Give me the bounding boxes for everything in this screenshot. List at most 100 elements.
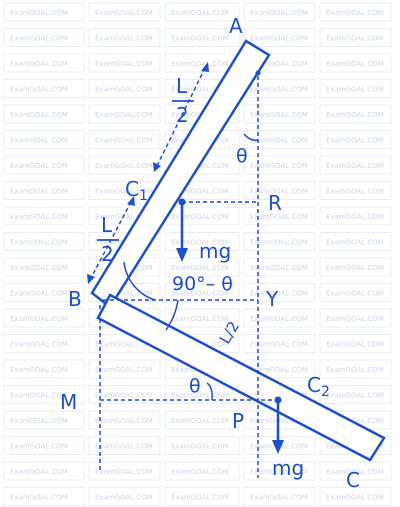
watermark-tile xyxy=(3,385,85,404)
label-weight-lower: mg xyxy=(272,456,304,480)
watermark-tile xyxy=(243,181,316,200)
watermark-tile xyxy=(319,206,392,226)
watermark-tile xyxy=(164,283,240,302)
watermark-text: ExamGOAL.COM xyxy=(326,264,384,272)
watermark-tile xyxy=(88,359,161,379)
watermark-text: ExamGOAL.COM xyxy=(250,137,308,145)
watermark-text: ExamGOAL.COM xyxy=(95,366,153,374)
watermark-tile xyxy=(319,487,392,506)
watermark-text: ExamGOAL.COM xyxy=(10,35,68,43)
label-c2: C2 xyxy=(307,373,330,400)
label-point-m: M xyxy=(60,390,77,414)
watermark-text: ExamGOAL.COM xyxy=(171,9,229,17)
label-point-a: A xyxy=(229,14,243,38)
watermark-text: ExamGOAL.COM xyxy=(95,86,153,94)
pivot-point xyxy=(255,70,261,76)
watermark-tile xyxy=(3,104,85,124)
label-point-b: B xyxy=(68,287,82,311)
watermark-text: ExamGOAL.COM xyxy=(250,341,308,349)
watermark-tile xyxy=(319,232,392,251)
watermark-tile xyxy=(164,385,240,404)
watermark-text: ExamGOAL.COM xyxy=(95,417,153,425)
watermark-tile xyxy=(3,79,85,98)
watermark-text: ExamGOAL.COM xyxy=(10,494,68,502)
watermark-tile xyxy=(319,385,392,404)
watermark-tile xyxy=(88,79,161,98)
watermark-text: ExamGOAL.COM xyxy=(10,443,68,451)
label-weight-upper: mg xyxy=(199,239,231,263)
watermark-tile xyxy=(243,334,316,353)
watermark-text: ExamGOAL.COM xyxy=(171,60,229,68)
watermark-text: ExamGOAL.COM xyxy=(326,366,384,374)
watermark-tile xyxy=(88,436,161,455)
angle-arc-top xyxy=(243,133,259,142)
watermark-tile xyxy=(319,181,392,200)
label-theta-bottom: θ xyxy=(189,375,201,397)
watermark-text: ExamGOAL.COM xyxy=(10,264,68,272)
watermark-text: ExamGOAL.COM xyxy=(95,137,153,145)
watermark-tile xyxy=(3,283,85,302)
watermark-tile xyxy=(88,2,161,22)
watermark-text: ExamGOAL.COM xyxy=(326,188,384,196)
watermark-tile xyxy=(164,2,240,22)
dimension-upper-arrow-bottom xyxy=(153,162,161,172)
watermark-text: ExamGOAL.COM xyxy=(10,213,68,221)
watermark-tile xyxy=(3,461,85,481)
watermark-tile xyxy=(88,461,161,481)
watermark-text: ExamGOAL.COM xyxy=(95,188,153,196)
watermark-text: ExamGOAL.COM xyxy=(326,392,384,400)
watermark-text: ExamGOAL.COM xyxy=(10,392,68,400)
watermark-text: ExamGOAL.COM xyxy=(326,213,384,221)
watermark-tile xyxy=(88,385,161,404)
watermark-tile xyxy=(319,359,392,379)
watermark-tile xyxy=(243,130,316,149)
watermark-tile xyxy=(164,232,240,251)
watermark-text: ExamGOAL.COM xyxy=(10,315,68,323)
watermark-text: ExamGOAL.COM xyxy=(326,60,384,68)
watermark-tile xyxy=(319,308,392,328)
watermark-tile xyxy=(3,308,85,328)
watermark-text: ExamGOAL.COM xyxy=(250,494,308,502)
label-c1: C1 xyxy=(125,177,148,204)
watermark-tile xyxy=(319,2,392,22)
watermark-tile xyxy=(88,104,161,124)
dimension-lower-arrow-top xyxy=(127,196,135,206)
watermark-text: ExamGOAL.COM xyxy=(95,443,153,451)
watermark-text: ExamGOAL.COM xyxy=(326,35,384,43)
watermark-text: ExamGOAL.COM xyxy=(10,290,68,298)
watermark-tile xyxy=(319,53,392,73)
watermark-tile xyxy=(243,308,316,328)
watermark-text: ExamGOAL.COM xyxy=(326,315,384,323)
watermark-text: ExamGOAL.COM xyxy=(250,468,308,476)
watermark-text: ExamGOAL.COM xyxy=(171,86,229,94)
fraction-half-length-lower: L 2 xyxy=(97,213,119,266)
watermark-text: ExamGOAL.COM xyxy=(326,494,384,502)
watermark-text: ExamGOAL.COM xyxy=(95,392,153,400)
watermark-tile xyxy=(243,487,316,506)
watermark-tile xyxy=(243,28,316,47)
watermark-text: ExamGOAL.COM xyxy=(171,468,229,476)
watermark-tile xyxy=(319,334,392,353)
watermark-tile xyxy=(164,308,240,328)
watermark-tile xyxy=(164,410,240,430)
watermark-tile xyxy=(243,155,316,175)
label-point-y: Y xyxy=(265,287,279,311)
dimension-lower-arrow-bottom xyxy=(87,274,95,284)
watermark-text: ExamGOAL.COM xyxy=(250,86,308,94)
watermark-text: ExamGOAL.COM xyxy=(95,60,153,68)
watermark-tile xyxy=(3,2,85,22)
watermark-tile xyxy=(164,257,240,277)
watermark-tile xyxy=(319,79,392,98)
watermark-text: ExamGOAL.COM xyxy=(10,137,68,145)
watermark-tile xyxy=(243,104,316,124)
watermark-text: ExamGOAL.COM xyxy=(250,239,308,247)
watermark-text: ExamGOAL.COM xyxy=(171,392,229,400)
watermark-tile xyxy=(243,283,316,302)
watermark-text: ExamGOAL.COM xyxy=(326,111,384,119)
watermark-text: ExamGOAL.COM xyxy=(10,341,68,349)
watermark-text: ExamGOAL.COM xyxy=(95,35,153,43)
angle-arc-complement xyxy=(123,261,156,301)
watermark-text: ExamGOAL.COM xyxy=(10,60,68,68)
watermark-text: ExamGOAL.COM xyxy=(326,86,384,94)
fraction-lower-denominator: 2 xyxy=(101,242,114,266)
